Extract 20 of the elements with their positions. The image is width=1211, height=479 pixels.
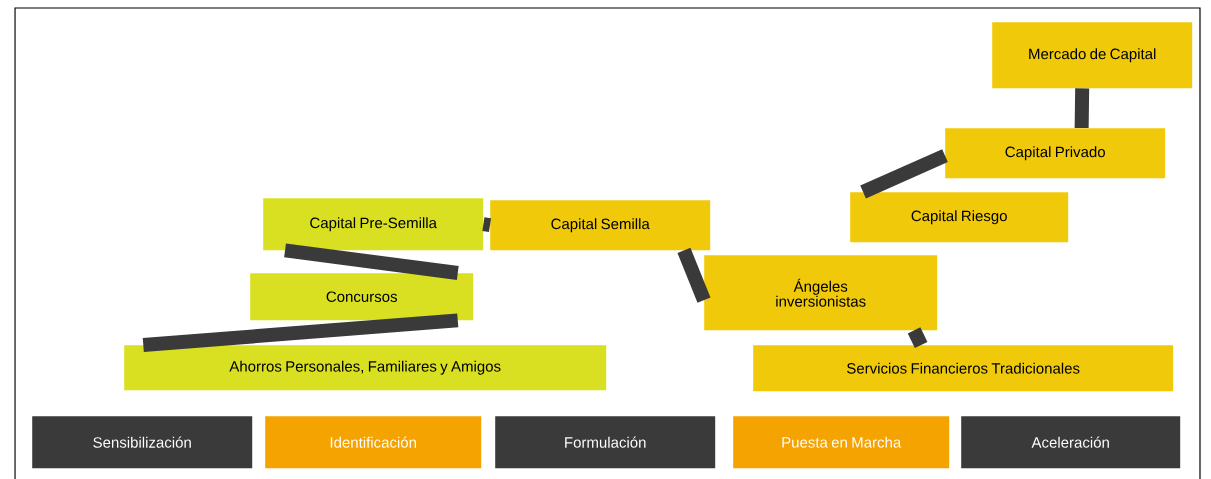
ribbon-connector [142, 313, 459, 352]
ribbon-connector [482, 217, 492, 233]
funding-box: Servicios Financieros Tradicionales [753, 345, 1174, 392]
funding-box: Ángeles inversionistas [704, 255, 938, 331]
stage-box: Sensibilización [32, 416, 253, 469]
ribbon-connector [677, 247, 711, 303]
ribbon-connector [1074, 88, 1090, 129]
ribbon-connector [907, 327, 928, 349]
stage-box: Formulación [495, 416, 716, 469]
stage-box: Puesta en Marcha [733, 416, 950, 469]
funding-box: Mercado de Capital [992, 22, 1193, 89]
stage-box: Aceleración [961, 416, 1181, 469]
funding-box: Capital Privado [945, 128, 1166, 179]
funding-box: Concursos [250, 273, 474, 321]
funding-box: Ahorros Personales, Familiares y Amigos [124, 345, 607, 391]
funding-box: Capital Riesgo [850, 192, 1069, 243]
ribbon-connector [860, 149, 948, 199]
funding-box: Capital Pre-Semilla [263, 198, 484, 251]
funding-box: Capital Semilla [490, 200, 711, 251]
stage-box: Identificación [265, 416, 482, 469]
